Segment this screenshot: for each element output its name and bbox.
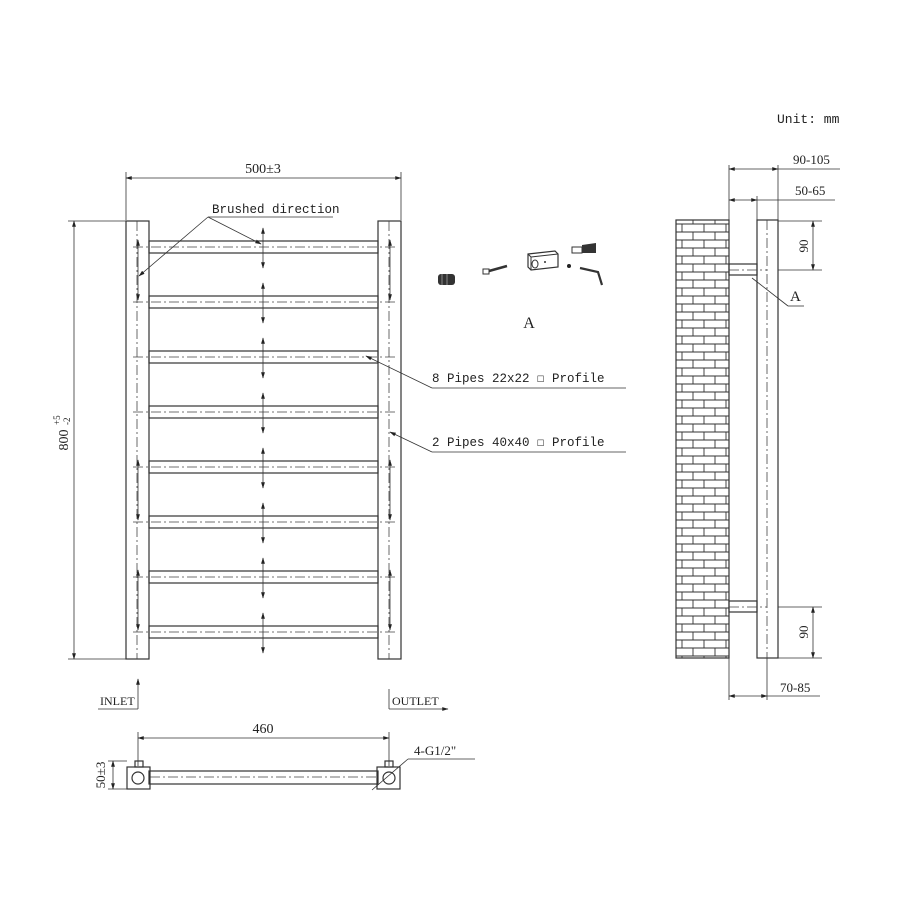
dim-bracket-offset: 50-65 bbox=[795, 183, 825, 198]
allen-key-icon bbox=[579, 266, 604, 286]
dim-bottom-offset: 70-85 bbox=[780, 680, 810, 695]
side-upright bbox=[756, 219, 779, 659]
kit-label: A bbox=[523, 315, 535, 332]
wall bbox=[675, 219, 730, 659]
left-upright bbox=[125, 220, 150, 660]
spacing-dim-text: 460 bbox=[253, 722, 274, 737]
bottom-bar bbox=[148, 770, 379, 785]
pipes-40-label: 2 Pipes 40x40 ☐ Profile bbox=[432, 436, 605, 450]
screw-icon bbox=[482, 264, 508, 275]
side-view: Unit: mm A 90-105 50-65 90 bbox=[675, 112, 840, 700]
pipes-22-callout: 8 Pipes 22x22 ☐ Profile bbox=[365, 355, 626, 389]
height-dim-text: 800 bbox=[57, 430, 72, 451]
bottom-bracket bbox=[728, 600, 758, 613]
dim-top-bracket: 90 bbox=[796, 240, 811, 253]
set-screw-icon bbox=[567, 264, 571, 268]
dim-total-offset: 90-105 bbox=[793, 152, 830, 167]
front-view: 500±3 800 +5 -2 bbox=[52, 162, 626, 711]
height-tol-upper: +5 bbox=[52, 415, 62, 425]
right-upright bbox=[377, 220, 402, 660]
brushed-arrows bbox=[136, 227, 392, 654]
inlet-marker: INLET bbox=[98, 678, 140, 710]
depth-dim-text: 50±3 bbox=[93, 762, 108, 789]
bracket-block-icon bbox=[527, 250, 559, 271]
top-bracket bbox=[728, 263, 758, 276]
pipes-22-label: 8 Pipes 22x22 ☐ Profile bbox=[432, 372, 605, 386]
plug-icon bbox=[438, 274, 455, 285]
left-connector bbox=[126, 766, 151, 790]
outlet-label: OUTLET bbox=[392, 694, 439, 708]
wall-anchor-icon bbox=[571, 243, 596, 254]
bracket-callout-label: A bbox=[790, 289, 801, 305]
outlet-marker: OUTLET bbox=[388, 689, 449, 711]
height-dimension: 800 +5 -2 bbox=[52, 220, 126, 660]
unit-label: Unit: mm bbox=[777, 112, 840, 127]
pipes-40-callout: 2 Pipes 40x40 ☐ Profile bbox=[389, 431, 626, 453]
width-dimension: 500±3 bbox=[125, 162, 402, 220]
thread-label: 4-G1/2" bbox=[414, 743, 456, 758]
right-connector bbox=[376, 766, 401, 790]
rungs bbox=[133, 240, 395, 639]
brushed-direction-callout: Brushed direction bbox=[138, 203, 340, 277]
bottom-view: 460 50±3 4-G1/2" bbox=[93, 722, 475, 791]
inlet-label: INLET bbox=[100, 694, 135, 708]
height-tol-lower: -2 bbox=[62, 418, 72, 426]
dim-bottom-bracket: 90 bbox=[796, 626, 811, 639]
accessory-kit: A bbox=[438, 243, 604, 332]
width-dim-text: 500±3 bbox=[245, 162, 281, 177]
brushed-label: Brushed direction bbox=[212, 203, 340, 217]
